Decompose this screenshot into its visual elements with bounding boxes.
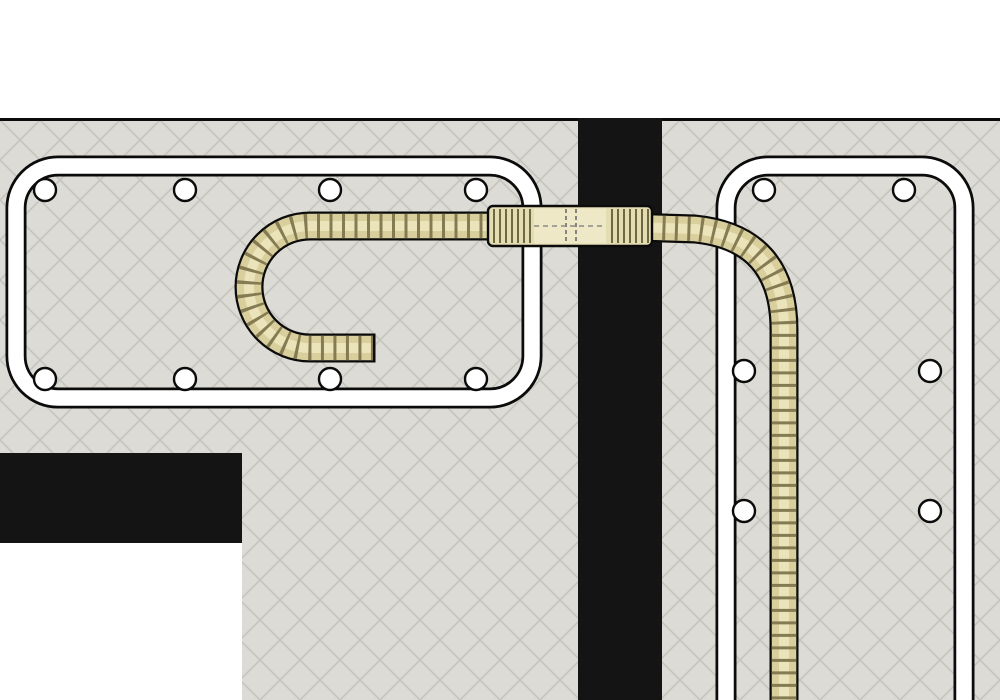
blockout-joint-filler <box>0 453 242 543</box>
rebar-cross-section <box>731 358 757 384</box>
rebar-cross-section <box>917 498 943 524</box>
rebar-cross-section <box>32 366 58 392</box>
hooked-rebar-ribs <box>236 213 545 361</box>
rebar-cross-section <box>317 366 343 392</box>
conduit-right-band <box>718 158 972 700</box>
rebar-cross-section <box>172 177 198 203</box>
hooked-rebar-left <box>234 211 545 363</box>
rebar-cross-section <box>917 358 943 384</box>
corner-blockout <box>0 453 242 700</box>
bent-rebar-highlight <box>599 221 789 700</box>
rebar-cross-sections-right <box>731 177 943 524</box>
rebar-cross-section <box>463 177 489 203</box>
conduit-left-panel <box>5 155 543 409</box>
rebar-cross-section <box>891 177 917 203</box>
mechanical-coupler <box>486 204 654 248</box>
rebar-cross-section <box>172 366 198 392</box>
coupler-knurl-left <box>493 209 531 243</box>
conduit-left-band <box>8 158 540 406</box>
rebar-cross-section <box>317 177 343 203</box>
rebar-cross-section <box>731 498 757 524</box>
coupler-knurl-right <box>611 209 649 243</box>
conduit-right-panel <box>715 155 975 700</box>
bent-rebar-right <box>599 211 799 700</box>
rebar-cross-section <box>463 366 489 392</box>
rebar-cross-sections-left <box>32 177 489 392</box>
rebar-cross-section <box>751 177 777 203</box>
rebar-cross-section <box>32 177 58 203</box>
